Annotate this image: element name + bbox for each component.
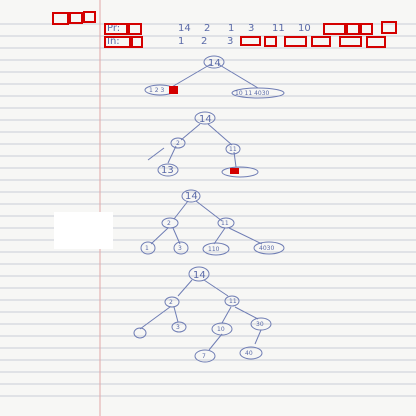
ui-box-5[interactable]: [128, 23, 142, 35]
tree-1: 14 1 2 3 10 11 4030: [144, 55, 285, 99]
ui-marker-1[interactable]: [169, 86, 178, 94]
ui-box-17[interactable]: [366, 36, 386, 48]
tree-1-right: 10 11 4030: [235, 90, 270, 97]
tree-4-rrl: 40: [245, 350, 253, 357]
ui-overlay: [52, 11, 397, 174]
ui-box-6[interactable]: [104, 36, 131, 48]
ui-box-16[interactable]: [339, 36, 362, 47]
header-row-1-label: Pr:: [107, 23, 120, 34]
ruled-lines: [0, 23, 416, 397]
header-row-1-value-1: 14: [178, 23, 191, 34]
tree-4-rl: 10: [217, 326, 225, 333]
ui-box-9[interactable]: [346, 23, 360, 35]
header-row-1: Pr: 14 2 1 3 11 10: [107, 23, 311, 34]
tree-1-left: 1 2 3: [149, 87, 164, 94]
tree-4: 14 2 11 3 10 30 7 40: [133, 266, 272, 363]
tree-4-lr: 3: [176, 324, 180, 331]
tree-3-left: 2: [167, 220, 171, 227]
tree-1-root: 14: [208, 58, 221, 69]
ui-box-14[interactable]: [284, 36, 307, 47]
tree-4-right: 11: [229, 298, 237, 305]
header-row-1-value-6: 10: [298, 23, 311, 34]
tree-4-rr: 30: [256, 321, 264, 328]
header-row-1-value-4: 3: [248, 23, 254, 34]
header-row-1-value-5: 11: [272, 23, 285, 34]
header-row-2-value-3: 3: [227, 36, 233, 47]
header-row-2-label: In:: [107, 36, 120, 47]
tree-3-root: 14: [185, 191, 198, 202]
tree-2: 14 2 11 13: [147, 111, 259, 178]
header-row-1-value-3: 1: [228, 23, 234, 34]
ui-box-12[interactable]: [240, 36, 261, 46]
tree-2-root: 14: [199, 114, 212, 125]
blank-sticker: [54, 212, 113, 249]
tree-4-rll: 7: [202, 353, 206, 360]
ui-box-3[interactable]: [83, 11, 96, 23]
tree-2-left: 2: [176, 140, 180, 147]
tree-3-lr: 3: [178, 245, 182, 252]
tree-3-ll: 1: [145, 245, 149, 252]
tree-4-root: 14: [193, 270, 206, 281]
header-row-2: In: 1 2 3: [107, 36, 233, 47]
ui-marker-2[interactable]: [230, 168, 239, 174]
header-row-1-value-2: 2: [204, 23, 210, 34]
ui-box-15[interactable]: [311, 36, 331, 47]
ui-box-8[interactable]: [323, 23, 346, 35]
tree-3: 14 2 11 1 3 110 4030: [140, 189, 285, 256]
ui-box-2[interactable]: [69, 12, 83, 24]
tree-3-right: 11: [221, 220, 229, 227]
header-row-2-value-1: 1: [178, 36, 184, 47]
ui-box-1[interactable]: [52, 12, 69, 25]
tree-3-rr: 4030: [259, 245, 274, 252]
tree-3-rl: 110: [208, 246, 220, 253]
header-row-2-value-2: 2: [201, 36, 207, 47]
tree-4-left: 2: [169, 299, 173, 306]
tree-2-right: 11: [229, 146, 237, 153]
ui-box-7[interactable]: [131, 36, 143, 48]
ui-box-10[interactable]: [360, 23, 373, 35]
ui-box-4[interactable]: [104, 23, 128, 35]
tree-2-left-child: 13: [161, 165, 174, 176]
ui-box-11[interactable]: [381, 21, 397, 34]
ui-box-13[interactable]: [264, 36, 277, 47]
